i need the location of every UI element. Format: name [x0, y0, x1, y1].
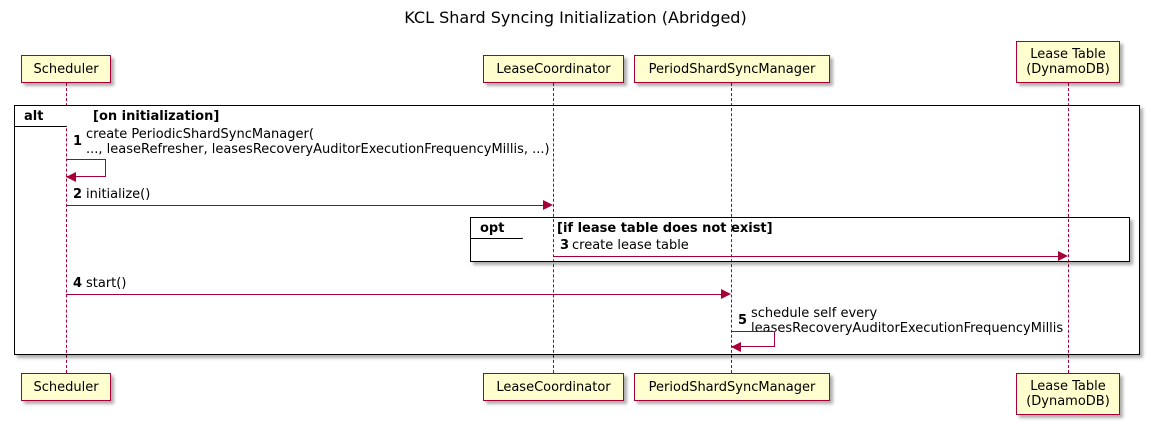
- frame-alt-tab: [15, 106, 77, 127]
- participant-label: PeriodShardSyncManager: [648, 61, 816, 77]
- message-1-text: create PeriodicShardSyncManager( ..., le…: [86, 127, 550, 157]
- lifeline-scheduler: [66, 83, 67, 373]
- participant-period-shard-sync-manager-bottom[interactable]: PeriodShardSyncManager: [634, 373, 830, 401]
- lifeline-period-shard-sync-manager: [731, 83, 732, 373]
- message-1-number: 1: [73, 134, 83, 149]
- frame-alt: [14, 105, 1140, 355]
- participant-lease-coordinator-bottom[interactable]: LeaseCoordinator: [483, 373, 624, 401]
- message-4-number: 4: [73, 276, 83, 291]
- message-4-line: [66, 294, 721, 295]
- participant-lease-table-bottom[interactable]: Lease Table (DynamoDB): [1016, 373, 1120, 415]
- message-2-arrowhead: [543, 200, 553, 210]
- message-2-number: 2: [73, 187, 83, 202]
- frame-opt-tab: [471, 218, 533, 239]
- frame-opt-label: opt: [480, 221, 505, 236]
- participant-lease-table-top[interactable]: Lease Table (DynamoDB): [1016, 41, 1120, 83]
- message-5-self-loop: [731, 331, 775, 347]
- frame-opt: [470, 217, 1130, 262]
- frame-opt-condition: [if lease table does not exist]: [557, 221, 773, 236]
- frame-alt-label: alt: [24, 109, 44, 124]
- participant-period-shard-sync-manager-top[interactable]: PeriodShardSyncManager: [634, 55, 830, 83]
- participant-label: LeaseCoordinator: [496, 379, 611, 395]
- message-3-line: [553, 256, 1058, 257]
- participant-label: Scheduler: [33, 379, 99, 395]
- message-2-line: [66, 205, 543, 206]
- frame-alt-condition: [on initialization]: [93, 109, 220, 124]
- diagram-title: KCL Shard Syncing Initialization (Abridg…: [404, 8, 747, 27]
- participant-scheduler-bottom[interactable]: Scheduler: [21, 373, 111, 401]
- message-3-arrowhead: [1058, 251, 1068, 261]
- message-5-number: 5: [738, 313, 748, 328]
- message-1-self-loop: [66, 159, 106, 177]
- participant-lease-coordinator-top[interactable]: LeaseCoordinator: [483, 55, 624, 83]
- participant-label: Scheduler: [33, 61, 99, 77]
- message-4-text: start(): [86, 276, 127, 291]
- message-5-text: schedule self every leasesRecoveryAudito…: [751, 306, 1064, 336]
- message-1-arrowhead: [66, 172, 76, 182]
- message-5-arrowhead: [731, 342, 741, 352]
- lifeline-lease-table: [1068, 83, 1069, 373]
- lifeline-lease-coordinator: [553, 83, 554, 373]
- participant-scheduler-top[interactable]: Scheduler: [21, 55, 111, 83]
- participant-label: LeaseCoordinator: [496, 61, 611, 77]
- message-3-number: 3: [560, 238, 570, 253]
- message-2-text: initialize(): [86, 187, 151, 202]
- participant-label: Lease Table (DynamoDB): [1026, 47, 1110, 77]
- participant-label: Lease Table (DynamoDB): [1026, 379, 1110, 409]
- participant-label: PeriodShardSyncManager: [648, 379, 816, 395]
- message-3-text: create lease table: [572, 238, 689, 253]
- message-4-arrowhead: [721, 289, 731, 299]
